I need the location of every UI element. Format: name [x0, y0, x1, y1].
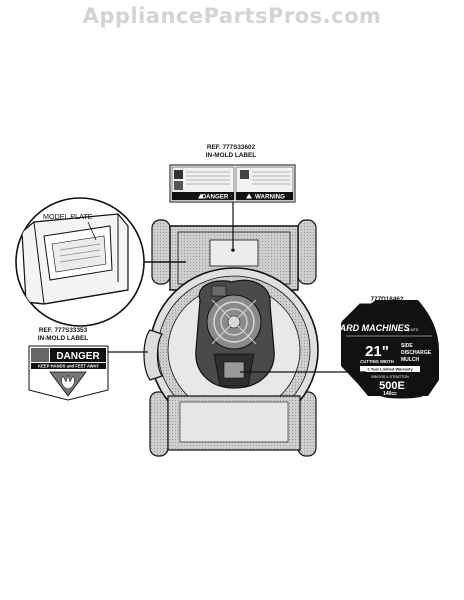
rear-right-wheel: [297, 219, 317, 285]
decal-callout: 777D18462: [357, 296, 417, 304]
decal-size: 21": [365, 343, 389, 360]
decal-feature-3: MULCH: [401, 357, 419, 363]
engine: [195, 279, 275, 389]
side-label-subtext: KEEP HANDS and FEET AWAY: [38, 364, 99, 369]
decal-cc: 140cc: [383, 391, 397, 397]
safety-icon: [31, 348, 49, 362]
watermark: AppliancePartsPros.com: [82, 4, 382, 28]
top-label-desc: IN-MOLD LABEL: [205, 152, 257, 159]
top-in-mold-label: DANGER WARNING: [169, 164, 296, 203]
top-label-ref: REF. 777S33602: [206, 144, 256, 151]
decal-warranty: 2 Year Limited Warranty: [367, 367, 413, 372]
decal-feature-1: SIDE: [401, 343, 413, 349]
decal-ref: 777D18462: [370, 296, 404, 303]
hand-hazard-icon: [174, 170, 183, 179]
side-label-danger-text: DANGER: [56, 351, 100, 362]
top-label-callout: REF. 777S33602 IN-MOLD LABEL: [186, 144, 276, 160]
decal-cutting-width: CUTTING WIDTH: [360, 359, 394, 364]
decal-feature-2: DISCHARGE: [401, 350, 432, 356]
side-label-ref: REF. 777S33353: [38, 327, 88, 334]
decal-engine-brand: BRIGGS & STRATTON: [371, 375, 409, 379]
engine-decal: YARD MACHINES by MTD 21" CUTTING WIDTH S…: [334, 300, 439, 399]
top-label-warning-text: WARNING: [255, 194, 285, 201]
hand-hazard-icon: [61, 374, 75, 390]
decal-brand: YARD MACHINES: [334, 323, 409, 333]
discharge-chute: [143, 329, 163, 381]
hazard-icon: [240, 170, 249, 179]
decal-series: 500E: [379, 380, 405, 392]
mower-top-view: [143, 219, 319, 457]
side-label-desc: IN-MOLD LABEL: [37, 335, 89, 342]
engine-label-area: [223, 361, 245, 379]
front-left-wheel: [149, 391, 169, 457]
rear-label-area: [209, 239, 259, 267]
decal-brand-suffix: by MTD: [406, 328, 419, 332]
model-plate-label: MODEL PLATE: [43, 212, 93, 221]
front-right-wheel: [297, 391, 317, 457]
side-label-callout: REF. 777S33353 IN-MOLD LABEL: [18, 327, 108, 343]
rear-left-wheel: [151, 219, 171, 285]
model-plate-detail: MODEL PLATE: [15, 197, 186, 327]
top-label-danger-text: DANGER: [202, 194, 229, 201]
side-in-mold-label: DANGER KEEP HANDS and FEET AWAY: [28, 345, 148, 401]
foot-hazard-icon: [174, 181, 183, 190]
